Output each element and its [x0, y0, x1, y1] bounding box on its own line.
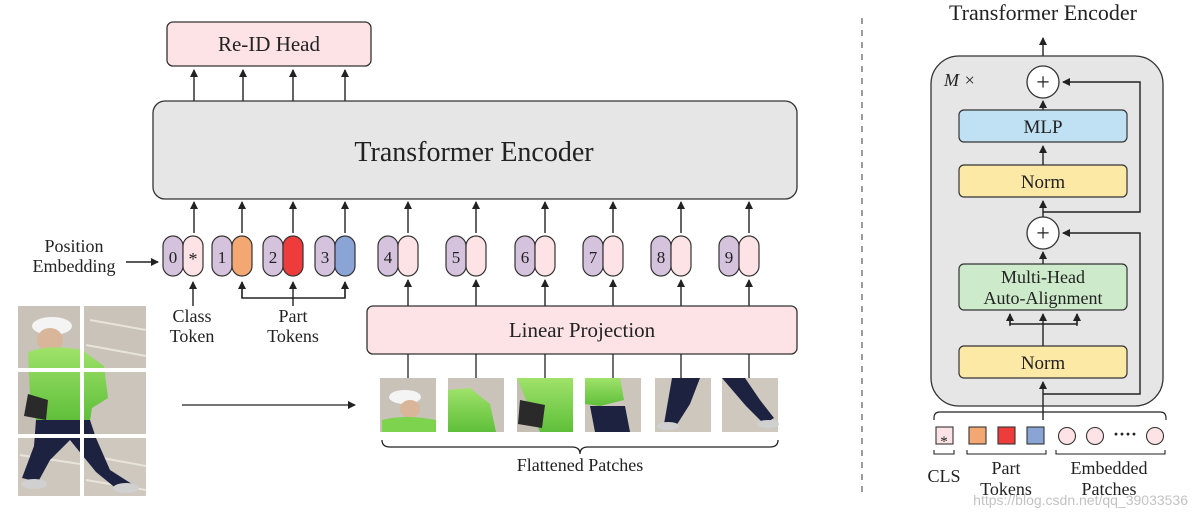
legend-embedded-line1: Embedded	[1071, 458, 1148, 478]
token-patch-5	[465, 235, 487, 277]
encoder-label: Transformer Encoder	[354, 137, 594, 168]
legend-part-line1: Part	[992, 458, 1021, 478]
flattened-patches-brace	[381, 439, 779, 455]
legend-part-line2: Tokens	[980, 479, 1032, 499]
token-index-6: 6	[521, 248, 530, 267]
legend-cls-label: CLS	[927, 466, 960, 486]
position-embedding-line2: Embedding	[33, 256, 116, 276]
position-embedding-line1: Position	[44, 236, 103, 256]
token-legend	[935, 426, 1165, 446]
norm-bottom-label: Norm	[1021, 353, 1066, 374]
token-index-labels: 0 * 1 2 3 4 5 6 7 8 9	[169, 248, 734, 269]
part-tokens-line2: Tokens	[267, 326, 319, 346]
norm-top-label: Norm	[1021, 172, 1066, 193]
flattened-patch-2	[448, 378, 504, 432]
class-token-line1: Class	[172, 306, 211, 326]
flattened-patches-label: Flattened Patches	[517, 455, 643, 475]
reid-head-box	[166, 21, 372, 67]
plus-circle-top	[1026, 65, 1060, 99]
token-patch-7	[602, 235, 624, 277]
legend-patch-1	[1057, 426, 1077, 446]
flattened-patch-4	[585, 378, 641, 432]
legend-patch-3	[1145, 426, 1165, 446]
token-index-2: 2	[269, 248, 278, 267]
flattened-patch-1	[380, 378, 436, 432]
flattened-patch-6	[722, 378, 779, 432]
token-patch-9	[738, 235, 760, 277]
pedestrian-image-grid	[18, 306, 147, 496]
detail-title: Transformer Encoder	[949, 0, 1138, 25]
part-tokens-line1: Part	[279, 306, 308, 326]
token-index-star: *	[189, 249, 198, 269]
flattened-patch-5	[655, 378, 711, 432]
repeat-label: M ×	[943, 70, 976, 90]
token-index-7: 7	[589, 248, 598, 267]
token-index-0: 0	[169, 248, 178, 267]
patch-lines	[407, 354, 750, 378]
head-arrows	[190, 69, 349, 101]
projection-arrows	[404, 279, 753, 306]
legend-part-token-1	[968, 426, 987, 445]
legend-embedded-line2: Patches	[1082, 479, 1137, 499]
token-index-8: 8	[657, 248, 666, 267]
legend-patch-2	[1085, 426, 1105, 446]
legend-part-token-2	[997, 426, 1016, 445]
token-part-1	[231, 235, 253, 277]
legend-part-token-3	[1026, 426, 1045, 445]
mhaa-label-line1: Multi-Head	[1001, 267, 1085, 287]
part-tokens-bracket	[238, 281, 349, 306]
token-index-9: 9	[725, 248, 734, 267]
legend-cls-symbol: *	[940, 434, 948, 450]
watermark: https://blog.csdn.net/qq_39033536	[973, 492, 1188, 508]
detail-arrows	[1006, 78, 1141, 420]
linear-projection-box	[366, 305, 798, 355]
token-pairs	[162, 235, 760, 277]
mhaa-label-line2: Auto-Alignment	[984, 288, 1103, 308]
token-index-5: 5	[452, 248, 461, 267]
token-index-4: 4	[384, 248, 393, 267]
flattened-patch-3	[517, 378, 573, 432]
legend-ellipsis: ····	[1113, 424, 1137, 444]
token-arrows	[190, 201, 753, 233]
token-cls	[182, 235, 204, 277]
token-index-3: 3	[321, 248, 330, 267]
token-patch-4	[397, 235, 419, 277]
token-patch-6	[534, 235, 556, 277]
token-part-2	[282, 235, 304, 277]
flattened-patches	[380, 378, 779, 432]
class-token-line2: Token	[170, 326, 215, 346]
mlp-label: MLP	[1023, 117, 1062, 138]
token-index-1: 1	[218, 248, 227, 267]
token-part-3	[334, 235, 356, 277]
encoder-box	[152, 100, 798, 200]
plus-bottom-symbol: +	[1036, 221, 1050, 247]
legend-cls-token	[935, 426, 954, 445]
token-patch-8	[670, 235, 692, 277]
legend-braces	[933, 450, 1166, 455]
linear-projection-label: Linear Projection	[509, 318, 656, 342]
plus-top-symbol: +	[1036, 70, 1050, 96]
detail-input-brace	[933, 411, 1167, 420]
reid-head-label: Re-ID Head	[218, 32, 321, 56]
